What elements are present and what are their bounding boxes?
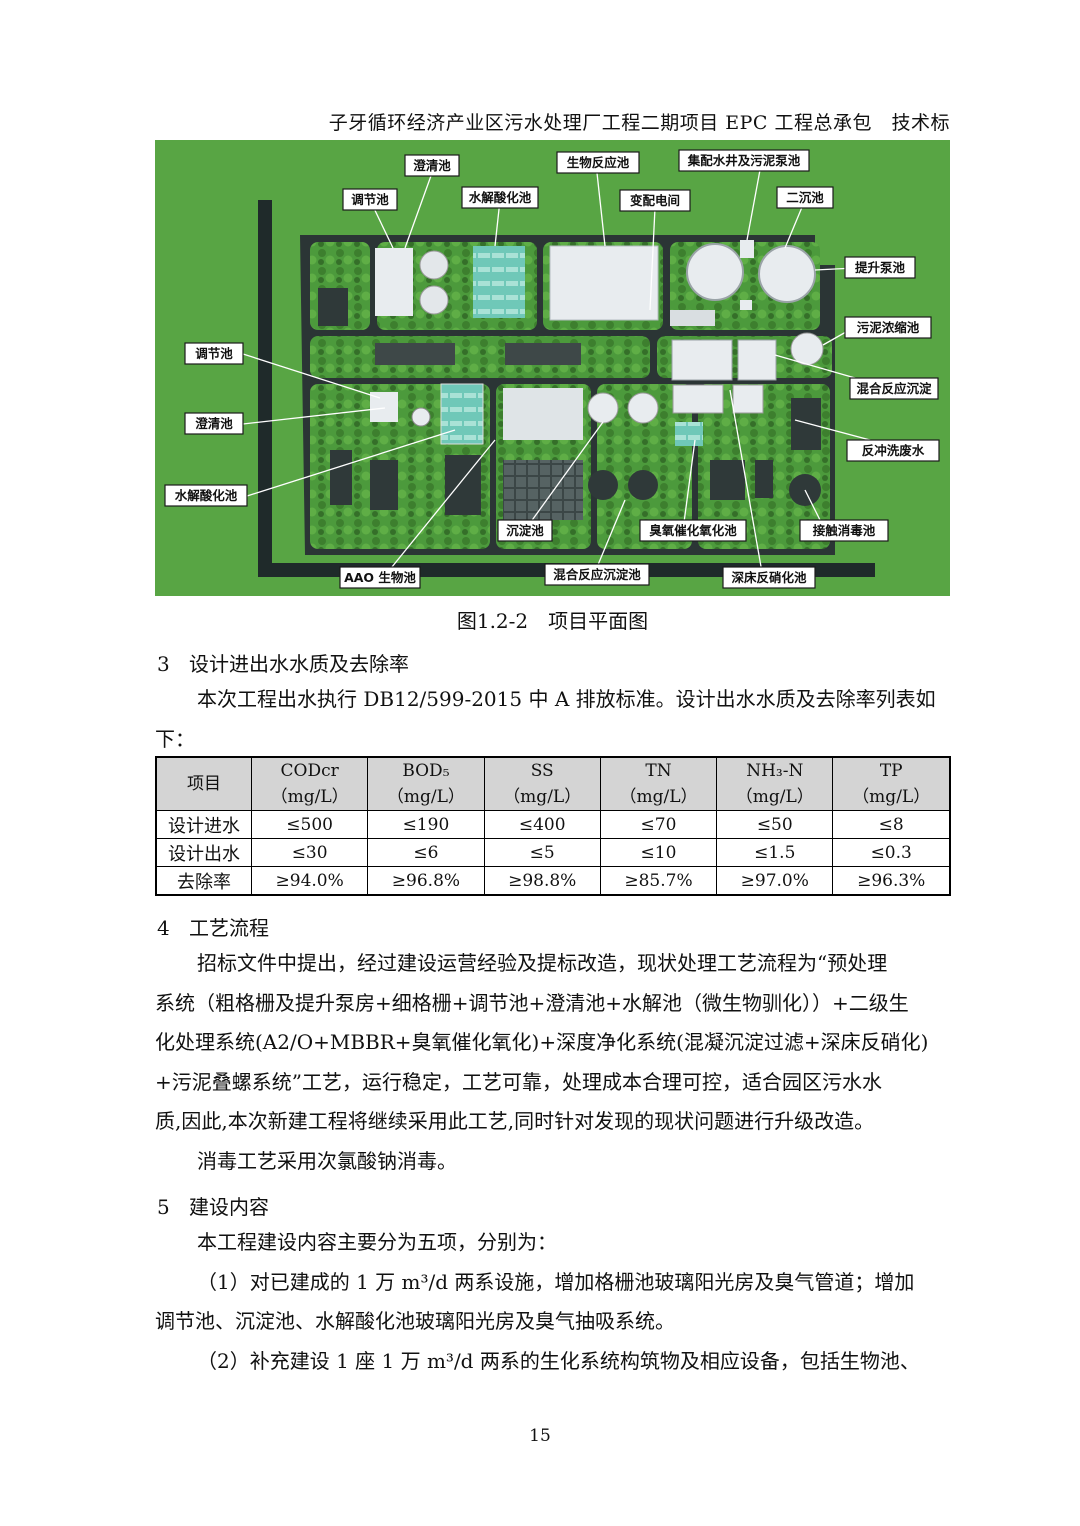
svg-text:生物反应池: 生物反应池 [567,155,630,170]
svg-text:二沉池: 二沉池 [786,190,824,205]
svg-text:臭氧催化氧化池: 臭氧催化氧化池 [649,523,737,538]
table-row: 设计进水 ≤500 ≤190 ≤400 ≤70 ≤50 ≤8 [155,810,951,839]
label-sedimentation: 沉淀池 [497,519,553,542]
table-header-codcr: CODcr（mg/L） [250,756,369,811]
table-cell: ≤50 [716,810,834,839]
label-deep-bed-denitrification: 深床反硝化池 [722,566,816,589]
table-cell: ≥94.0% [250,866,369,896]
svg-text:水解酸化池: 水解酸化池 [469,190,532,205]
label-hydrolysis-top: 水解酸化池 [461,186,539,209]
label-distribution-well: 集配水井及污泥泵池 [678,149,810,172]
table-cell: ≤70 [599,810,718,839]
table-cell: ≤30 [250,838,369,867]
svg-text:混合反应沉淀池: 混合反应沉淀池 [553,567,641,582]
svg-text:澄清池: 澄清池 [413,158,451,173]
table-cell: ≥97.0% [716,866,834,896]
label-aao-tank: AAO 生物池 [339,566,421,589]
text-line: 调节池、沉淀池、水解酸化池玻璃阳光房及臭气抽吸系统。 [155,1309,675,1333]
svg-text:提升泵池: 提升泵池 [855,260,906,275]
water-quality-table: 项目 CODcr（mg/L） BOD₅（mg/L） SS（mg/L） TN（mg… [155,756,951,896]
text-line: 质,因此,本次新建工程将继续采用此工艺,同时针对发现的现状问题进行升级改造。 [155,1109,875,1133]
table-cell: ≤8 [832,810,951,839]
site-plan-figure: 澄清池 生物反应池 集配水井及污泥泵池 调节池 水解酸化池 变配电间 二沉池 提… [155,140,950,596]
text-line: （1）对已建成的 1 万 m³/d 两系设施，增加格栅池玻璃阳光房及臭气管道；增… [197,1269,915,1294]
text-line: 本工程建设内容主要分为五项，分别为： [197,1230,557,1254]
table-header-ss: SS（mg/L） [483,756,601,811]
label-equalization-left: 调节池 [184,342,244,365]
section-4-paragraph: 招标文件中提出，经过建设运营经验及提标改造，现状处理工艺流程为“预处理 系统（粗… [155,944,952,1181]
table-corner-header: 项目 [155,756,252,811]
table-cell: ≥96.3% [832,866,951,896]
section-3-paragraph: 本次工程出水执行 DB12/599-2015 中 A 排放标准。设计出水水质及去… [155,687,936,751]
label-clarifier-top: 澄清池 [404,154,460,177]
row-label-inflow: 设计进水 [155,810,252,839]
table-cell: ≥96.8% [367,866,485,896]
svg-text:调节池: 调节池 [195,346,233,361]
table-header-nh3n: NH₃-N（mg/L） [716,756,834,811]
table-cell: ≤0.3 [832,838,951,867]
text-line: （2）补充建设 1 座 1 万 m³/d 两系的生化系统构筑物及相应设备，包括生… [197,1348,920,1373]
table-cell: ≥85.7% [599,866,718,896]
table-header-tn: TN（mg/L） [599,756,718,811]
svg-text:混合反应沉淀: 混合反应沉淀 [856,381,932,396]
running-header: 子牙循环经济产业区污水处理厂工程二期项目 EPC 工程总承包 技术标 [155,108,950,142]
label-substation: 变配电间 [619,189,691,212]
table-cell: ≤5 [483,838,601,867]
text-line: +污泥叠螺系统”工艺，运行稳定，工艺可靠，处理成本合理可控，适合园区污水水 [155,1069,882,1094]
label-ozone-oxidation: 臭氧催化氧化池 [639,519,747,542]
svg-text:深床反硝化池: 深床反硝化池 [731,570,807,585]
table-header-row: 项目 CODcr（mg/L） BOD₅（mg/L） SS（mg/L） TN（mg… [155,756,951,811]
row-label-outflow: 设计出水 [155,838,252,867]
table-cell: ≤190 [367,810,485,839]
label-secondary-clarifier: 二沉池 [776,186,834,209]
svg-text:澄清池: 澄清池 [195,416,233,431]
label-equalization-top: 调节池 [342,188,398,211]
svg-text:变配电间: 变配电间 [630,193,680,208]
section-5-paragraph: 本工程建设内容主要分为五项，分别为： （1）对已建成的 1 万 m³/d 两系设… [155,1223,952,1381]
label-backwash-water: 反冲洗废水 [846,439,940,462]
table-header-bod5: BOD₅（mg/L） [367,756,485,811]
text-line: 招标文件中提出，经过建设运营经验及提标改造，现状处理工艺流程为“预处理 [197,951,888,975]
label-mixing-sedimentation: 混合反应沉淀 [849,377,939,400]
table-cell: ≤10 [599,838,718,867]
svg-text:接触消毒池: 接触消毒池 [813,523,876,538]
table-cell: ≤6 [367,838,485,867]
row-label-removal-rate: 去除率 [155,866,252,896]
svg-text:反冲洗废水: 反冲洗废水 [862,443,925,458]
label-clarifier-left: 澄清池 [184,412,244,435]
svg-text:污泥浓缩池: 污泥浓缩池 [857,320,920,335]
label-sludge-thickener: 污泥浓缩池 [844,316,932,339]
svg-text:AAO 生物池: AAO 生物池 [344,570,416,585]
table-cell: ≤400 [483,810,601,839]
label-hydrolysis-left: 水解酸化池 [164,484,248,507]
table-cell: ≥98.8% [483,866,601,896]
table-row: 设计出水 ≤30 ≤6 ≤5 ≤10 ≤1.5 ≤0.3 [155,838,951,867]
text-line: 系统（粗格栅及提升泵房+细格栅+调节池+澄清池+水解池（微生物驯化））+二级生 [155,990,909,1015]
svg-text:调节池: 调节池 [351,192,389,207]
page-number: 15 [529,1426,551,1446]
text-line: 消毒工艺采用次氯酸钠消毒。 [197,1148,457,1173]
text-line: 化处理系统(A2/O+MBBR+臭氧催化氧化)+深度净化系统(混凝沉淀过滤+深床… [155,1030,929,1054]
svg-text:沉淀池: 沉淀池 [506,523,544,538]
table-header-tp: TP（mg/L） [832,756,951,811]
table-cell: ≤1.5 [716,838,834,867]
label-mixing-sedimentation-tank: 混合反应沉淀池 [544,563,650,586]
table-cell: ≤500 [250,810,369,839]
figure-caption: 图1.2-2 项目平面图 [456,609,649,633]
label-lift-pump: 提升泵池 [844,256,916,279]
label-bioreactor: 生物反应池 [556,151,640,174]
svg-text:水解酸化池: 水解酸化池 [175,488,238,503]
table-row: 去除率 ≥94.0% ≥96.8% ≥98.8% ≥85.7% ≥97.0% ≥… [155,866,951,896]
label-contact-disinfection: 接触消毒池 [799,519,889,542]
outer-road [258,200,875,577]
svg-text:集配水井及污泥泵池: 集配水井及污泥泵池 [687,153,801,168]
